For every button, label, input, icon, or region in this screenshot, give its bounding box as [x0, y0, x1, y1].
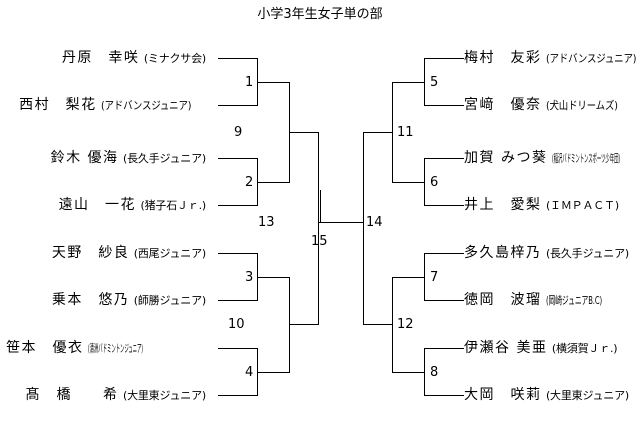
bracket-line — [218, 348, 258, 349]
match-number-7: 7 — [430, 270, 439, 285]
player-name: 加賀 みつ葵 — [464, 150, 548, 166]
player-name: 宮﨑 優奈 — [464, 97, 542, 113]
player-club: (西尾ジュニア) — [133, 247, 206, 260]
player-club: (大里東ジュニア) — [122, 389, 206, 402]
bracket-line — [257, 182, 290, 183]
player-name: 天野 紗良 — [51, 245, 130, 261]
match-number-2: 2 — [245, 175, 254, 190]
player-entry-left-4: 遠山 一花 (猪子石Ｊｒ.) — [6, 195, 207, 215]
page-title: 小学3年生女子単の部 — [257, 7, 383, 22]
match-number-14: 14 — [366, 215, 383, 230]
player-entry-right-1: 梅村 友彩 (アドバンスジュニア) — [464, 48, 640, 68]
match-number-4: 4 — [245, 365, 254, 380]
bracket-line — [363, 324, 393, 325]
player-entry-left-5: 天野 紗良 (西尾ジュニア) — [6, 243, 206, 263]
player-name: 大岡 咲莉 — [464, 387, 542, 403]
match-number-3: 3 — [245, 270, 254, 285]
player-club: (清洲バドミントンジュニア) — [87, 342, 143, 355]
player-club: (長久手ジュニア) — [545, 247, 629, 260]
match-number-13: 13 — [258, 215, 275, 230]
bracket-line — [257, 372, 290, 373]
player-name: 丹原 幸咲 — [61, 50, 140, 66]
bracket-line — [392, 277, 425, 278]
bracket-line — [218, 300, 258, 301]
player-club: (猪子石Ｊｒ.) — [140, 199, 207, 212]
match-number-12: 12 — [397, 317, 414, 332]
player-entry-right-4: 井上 愛梨 (ＩＭＰＡＣＴ) — [464, 195, 640, 215]
bracket-line — [218, 253, 258, 254]
bracket-line — [218, 58, 258, 59]
player-entry-left-2: 西村 梨花 (アドバンスジュニア) — [6, 95, 206, 115]
bracket-line — [392, 182, 425, 183]
match-number-10: 10 — [228, 317, 245, 332]
bracket-line — [392, 82, 425, 83]
player-entry-left-7: 笹本 優衣 (清洲バドミントンジュニア) — [6, 338, 206, 358]
player-club: (犬山ドリームズ) — [545, 99, 618, 112]
player-entry-right-6: 徳岡 波瑠 (岡崎ジュニアB.C) — [464, 290, 640, 310]
player-club: (ミナクサ会) — [143, 52, 206, 65]
bracket-line — [392, 277, 393, 373]
player-name: 鈴木 優海 — [50, 150, 119, 166]
player-name: 多久島梓乃 — [464, 245, 542, 261]
bracket-line-final — [318, 222, 364, 223]
bracket-line — [424, 205, 464, 206]
bracket-line — [218, 205, 258, 206]
player-name: 西村 梨花 — [19, 97, 97, 113]
bracket-line — [424, 348, 464, 349]
bracket-line — [424, 395, 464, 396]
match-number-11: 11 — [397, 125, 414, 140]
bracket-line — [392, 372, 425, 373]
player-club: (アドバンスジュニア) — [545, 52, 637, 65]
player-entry-right-8: 大岡 咲莉 (大里東ジュニア) — [464, 385, 640, 405]
player-entry-left-8: 髙 橋 希 (大里東ジュニア) — [6, 385, 207, 405]
match-number-8: 8 — [430, 365, 439, 380]
bracket-line — [289, 324, 319, 325]
bracket-line — [363, 132, 364, 325]
player-name: 髙 橋 希 — [25, 387, 119, 403]
bracket-line — [218, 105, 258, 106]
player-name: 井上 愛梨 — [464, 197, 542, 213]
player-entry-right-7: 伊瀬谷 美亜 (横須賀Ｊｒ.) — [464, 338, 640, 358]
player-name: 遠山 一花 — [58, 197, 137, 213]
player-club: (岡崎ジュニアB.C) — [545, 294, 602, 307]
bracket-line — [424, 300, 464, 301]
player-entry-right-2: 宮﨑 優奈 (犬山ドリームズ) — [464, 95, 640, 115]
match-number-9: 9 — [234, 125, 243, 140]
player-club: (アドバンスジュニア) — [101, 99, 192, 112]
player-entry-left-6: 乗本 悠乃 (師勝ジュニア) — [6, 290, 206, 310]
bracket-line — [218, 395, 258, 396]
bracket-line — [424, 58, 464, 59]
bracket-line-champion — [320, 190, 321, 223]
player-name: 笹本 優衣 — [6, 340, 84, 356]
player-club: (横須賀Ｊｒ.) — [551, 342, 618, 355]
bracket-line — [257, 277, 290, 278]
player-name: 乗本 悠乃 — [51, 292, 130, 308]
bracket-line — [424, 158, 464, 159]
player-club: (ＩＭＰＡＣＴ) — [545, 199, 619, 212]
bracket-line — [289, 277, 290, 373]
player-club: (稲沢バドミントンスポーツ少年団) — [551, 152, 620, 165]
player-club: (大里東ジュニア) — [545, 389, 629, 402]
player-entry-left-3: 鈴木 優海 (長久手ジュニア) — [6, 148, 207, 168]
match-number-1: 1 — [245, 75, 254, 90]
player-entry-left-1: 丹原 幸咲 (ミナクサ会) — [6, 48, 206, 68]
match-number-6: 6 — [430, 175, 439, 190]
player-name: 伊瀬谷 美亜 — [464, 340, 548, 356]
bracket-line — [363, 132, 393, 133]
player-entry-right-5: 多久島梓乃 (長久手ジュニア) — [464, 243, 640, 263]
player-name: 梅村 友彩 — [464, 50, 542, 66]
bracket-line — [424, 253, 464, 254]
bracket-line — [318, 132, 319, 325]
match-number-5: 5 — [430, 75, 439, 90]
player-club: (長久手ジュニア) — [122, 152, 206, 165]
bracket-line — [289, 132, 319, 133]
bracket-line — [257, 82, 290, 83]
player-name: 徳岡 波瑠 — [464, 292, 542, 308]
match-number-15: 15 — [311, 234, 328, 249]
bracket-line — [424, 105, 464, 106]
player-entry-right-3: 加賀 みつ葵 (稲沢バドミントンスポーツ少年団) — [464, 148, 640, 168]
bracket-line — [218, 158, 258, 159]
player-club: (師勝ジュニア) — [133, 294, 206, 307]
